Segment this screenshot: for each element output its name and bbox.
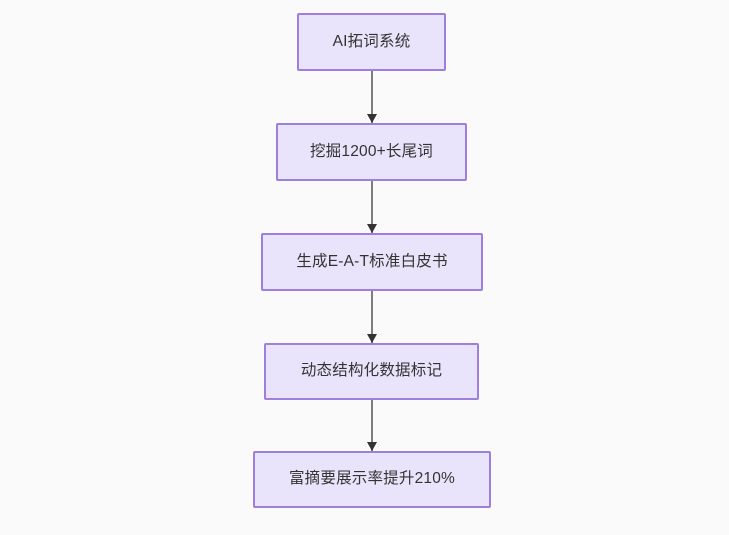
flow-node-mine-longtail-keywords[interactable]: 挖掘1200+长尾词 <box>276 123 467 181</box>
flow-node-label: 挖掘1200+长尾词 <box>309 142 434 160</box>
arrowhead-icon <box>367 114 377 123</box>
flow-edge-n4-n5 <box>367 400 377 451</box>
flow-node-label: 动态结构化数据标记 <box>300 362 443 380</box>
flow-node-label: 富摘要展示率提升210% <box>288 470 456 488</box>
flow-node-label: 生成E-A-T标准白皮书 <box>296 252 448 270</box>
flow-edge-n2-n3 <box>367 181 377 233</box>
edge-line <box>371 181 373 233</box>
edge-line <box>371 71 373 123</box>
edge-line <box>371 400 373 451</box>
arrowhead-icon <box>367 334 377 343</box>
arrowhead-icon <box>367 224 377 233</box>
flow-node-rich-snippet-uplift[interactable]: 富摘要展示率提升210% <box>253 451 491 508</box>
flow-node-generate-eat-whitepaper[interactable]: 生成E-A-T标准白皮书 <box>261 233 483 291</box>
edge-line <box>371 291 373 343</box>
flow-edge-n1-n2 <box>367 71 377 123</box>
flow-node-ai-keyword-system[interactable]: AI拓词系统 <box>297 13 446 71</box>
flow-node-dynamic-structured-data[interactable]: 动态结构化数据标记 <box>264 343 479 400</box>
flow-edge-n3-n4 <box>367 291 377 343</box>
arrowhead-icon <box>367 442 377 451</box>
flow-node-label: AI拓词系统 <box>332 32 411 50</box>
